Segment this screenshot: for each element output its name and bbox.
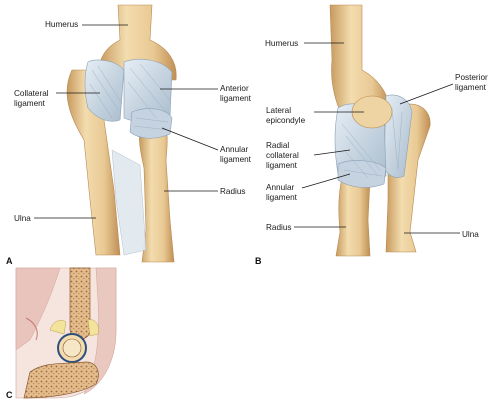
panel-a-illustration — [66, 4, 177, 263]
b-lateral-epicondyle-label-line2: epicondyle — [266, 116, 306, 125]
b-lateral-epicondyle-label-line1: Lateral — [266, 106, 291, 115]
panel-c-letter: C — [6, 390, 13, 400]
a-anterior-label-line2: ligament — [220, 94, 252, 103]
a-ligament-fibres — [89, 63, 171, 131]
b-annular-label-line2: ligament — [266, 193, 298, 202]
b-posterior-label-line2: ligament — [455, 83, 487, 92]
c-cartilage-anterior — [49, 320, 67, 335]
b-annular-ligament — [337, 160, 387, 188]
a-humerus-label: Humerus — [45, 20, 78, 29]
b-posterior-label-line1: Posterior — [455, 73, 488, 82]
b-radial-collateral-label-line1: Radial — [266, 141, 289, 150]
a-radius-label: Radius — [220, 187, 246, 196]
a-collateral-label-line2: ligament — [14, 99, 46, 108]
c-ulna-section — [23, 361, 99, 399]
a-collateral-ligament — [84, 59, 125, 122]
b-ligament-fibres — [341, 107, 403, 179]
c-humerus-section — [69, 267, 91, 340]
c-trochlea — [62, 338, 82, 358]
a-collateral-label-line1: Collateral — [14, 89, 49, 98]
b-humerus-label: Humerus — [265, 39, 298, 48]
a-interosseous-membrane — [111, 149, 147, 256]
c-vessel — [25, 317, 38, 341]
b-radial-collateral-label-line3: ligament — [266, 161, 298, 170]
panel-a-letter: A — [6, 256, 13, 266]
c-muscle-layer — [15, 267, 61, 351]
panel-b-illustration — [329, 4, 431, 257]
b-radial-collateral-label-line2: collateral — [266, 151, 299, 160]
panel-b-labels: Humerus Posterior ligament Lateral epico… — [255, 39, 488, 266]
b-radius-label: Radius — [266, 223, 292, 232]
c-cartilage-posterior — [87, 319, 99, 337]
a-annular-label-line1: Annular — [220, 145, 248, 154]
a-anterior-label-line1: Anterior — [220, 84, 249, 93]
b-annular-label-line1: Annular — [266, 183, 294, 192]
a-annular-ligament — [129, 108, 173, 139]
panel-b-letter: B — [255, 256, 262, 266]
b-ulna-label: Ulna — [462, 230, 479, 239]
a-humerus-bone — [98, 4, 177, 81]
panel-a-labels: Humerus Collateral ligament Anterior lig… — [6, 20, 252, 266]
a-annular-label-line2: ligament — [220, 155, 252, 164]
a-ulna-label: Ulna — [14, 214, 31, 223]
panel-c-illustration: C — [6, 267, 117, 400]
